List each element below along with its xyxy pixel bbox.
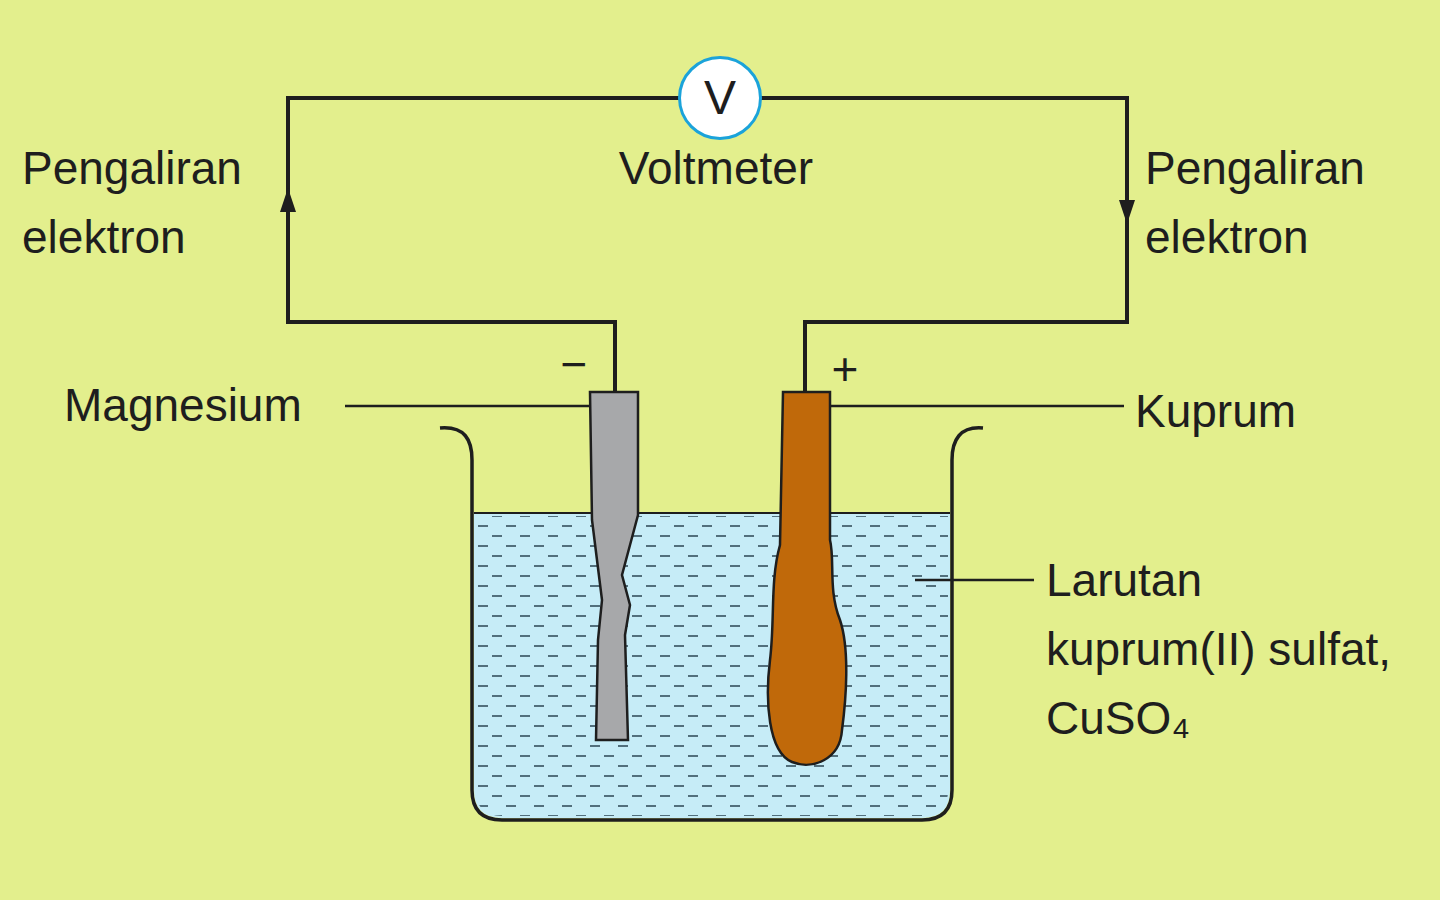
solution-label: Larutan kuprum(II) sulfat, CuSO₄ [1046, 546, 1418, 753]
copper-sulfate-solution [474, 513, 950, 818]
voltmeter-label: Voltmeter [619, 134, 813, 203]
electron-flow-label: Pengaliran elektron [1145, 134, 1405, 272]
solution-texture [476, 516, 948, 816]
negative-terminal-sign: − [561, 330, 588, 399]
leader-line [915, 579, 1034, 582]
beaker [440, 428, 983, 820]
leader-line [345, 405, 590, 408]
node-text: V [704, 74, 736, 122]
electrode-label: Kuprum [1135, 377, 1296, 446]
wire [760, 98, 1127, 392]
voltmeter-symbol: V [678, 56, 762, 140]
electron-flow-label: Pengaliran elektron [22, 134, 272, 272]
electron-arrow [1119, 200, 1135, 224]
electron-arrow [280, 188, 296, 212]
electrode-label: Magnesium [64, 371, 302, 440]
positive-terminal-sign: + [832, 335, 859, 404]
leader-line [830, 405, 1124, 408]
copper-electrode [768, 392, 846, 765]
liquid-surface [474, 512, 950, 514]
magnesium-electrode [590, 392, 638, 740]
